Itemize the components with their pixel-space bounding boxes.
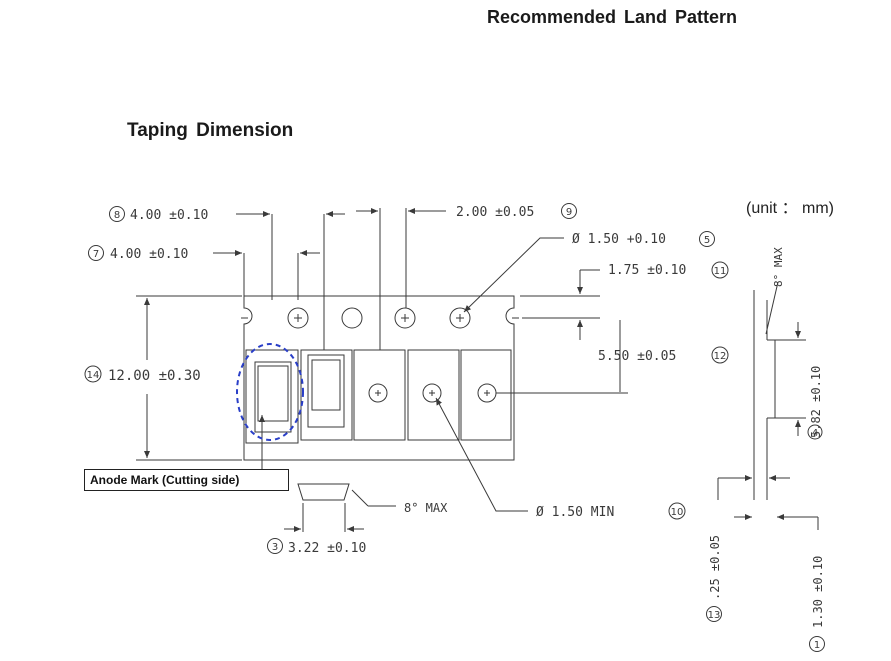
dim-14-text: 12.00 ±0.30 bbox=[108, 368, 201, 384]
dim-14-number: 14 bbox=[87, 370, 100, 381]
recommended-land-pattern-title: Recommended Land Pattern bbox=[487, 7, 738, 27]
carrier-tape-outline bbox=[243, 295, 515, 461]
dim-5-text: Ø 1.50 +0.10 bbox=[572, 232, 666, 247]
taping-dimension-title: Taping Dimension bbox=[127, 120, 294, 141]
dim-11-number: 11 bbox=[714, 266, 727, 277]
dim-8-text: 4.00 ±0.10 bbox=[130, 208, 208, 223]
dim-12-text: 5.50 ±0.05 bbox=[598, 349, 676, 364]
angle-bottom-text: 8° MAX bbox=[404, 501, 448, 515]
dim-11-text: 1.75 ±0.10 bbox=[608, 263, 686, 278]
dim-13-number: 13 bbox=[708, 610, 721, 621]
tape-side-profile bbox=[717, 281, 819, 530]
dim-3-text: 3.22 ±0.10 bbox=[288, 541, 366, 556]
unit-label: (unit ： mm) bbox=[746, 200, 835, 217]
dim-10-number: 10 bbox=[671, 507, 684, 518]
component-pockets bbox=[245, 349, 512, 444]
dim-13-text: .25 ±0.05 bbox=[708, 535, 722, 600]
dim-3-number: 3 bbox=[272, 542, 278, 553]
dim-1-number: 1 bbox=[814, 640, 820, 651]
dim-4-text: 5.82 ±0.10 bbox=[809, 366, 823, 438]
dim-9-number: 9 bbox=[566, 207, 572, 218]
dim-4-number: 4 bbox=[812, 428, 818, 439]
anode-mark-highlight bbox=[236, 343, 304, 441]
dim-7-text: 4.00 ±0.10 bbox=[110, 247, 188, 262]
dim-5-number: 5 bbox=[704, 235, 710, 246]
dim-7-number: 7 bbox=[93, 249, 99, 260]
dim-9-text: 2.00 ±0.05 bbox=[456, 205, 534, 220]
anode-mark-label: Anode Mark (Cutting side) bbox=[84, 469, 289, 491]
sprocket-holes bbox=[241, 307, 519, 329]
angle-top-text: 8° MAX bbox=[772, 247, 785, 287]
dim-8-number: 8 bbox=[114, 210, 120, 221]
dim-12-number: 12 bbox=[714, 351, 727, 362]
dim-1-text: 1.30 ±0.10 bbox=[811, 556, 825, 628]
dim-10-text: Ø 1.50 MIN bbox=[536, 505, 614, 520]
